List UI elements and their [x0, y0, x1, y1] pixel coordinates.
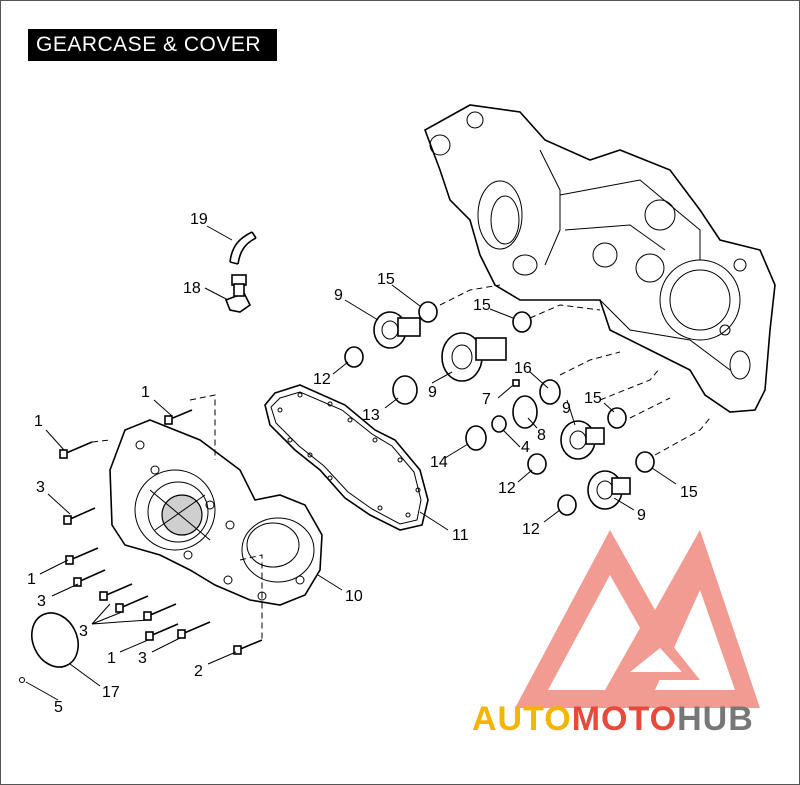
callout-12: 12: [522, 521, 540, 538]
callout-11: 11: [452, 527, 469, 544]
bushings: [344, 301, 655, 516]
callout-3: 3: [37, 593, 46, 610]
breather-hose-and-fitting: [224, 231, 257, 313]
cover-gasket: [264, 384, 429, 531]
callout-labels: 19 18 15 9 15 12 9 16 7 13 1 1 9 15 8 14…: [27, 211, 698, 716]
callout-15: 15: [680, 484, 698, 501]
callout-7: 7: [482, 391, 491, 408]
callout-9: 9: [428, 384, 437, 401]
callout-3: 3: [138, 650, 147, 667]
callout-18: 18: [183, 280, 201, 297]
callout-2: 2: [194, 663, 203, 680]
watermark-auto: AUTO: [472, 700, 572, 738]
cover-screws: [59, 409, 263, 655]
timer-cover-disc: [19, 612, 79, 683]
callout-1: 1: [27, 571, 36, 588]
callout-15: 15: [473, 297, 491, 314]
callout-9: 9: [334, 287, 343, 304]
callout-5: 5: [54, 699, 63, 716]
callout-12: 12: [498, 480, 516, 497]
callout-3: 3: [36, 479, 45, 496]
callout-3: 3: [79, 623, 88, 640]
callout-13: 13: [362, 407, 380, 424]
watermark-logo-mark: [515, 530, 760, 708]
callout-16: 16: [514, 360, 532, 377]
gearcase-cover: [109, 419, 323, 606]
callout-15: 15: [377, 271, 395, 288]
callout-1: 1: [141, 384, 150, 401]
callout-1: 1: [107, 650, 116, 667]
callout-19: 19: [190, 211, 208, 228]
callout-10: 10: [345, 588, 363, 605]
crankcase-half: [424, 104, 776, 413]
callout-8: 8: [537, 427, 546, 444]
cam-gears: [373, 311, 631, 510]
callout-12: 12: [313, 371, 331, 388]
watermark-hub: HUB: [677, 700, 754, 738]
watermark-wordmark: AUTOMOTOHUB: [472, 700, 754, 739]
callout-9: 9: [637, 507, 646, 524]
callout-9: 9: [562, 400, 571, 417]
leader-lines: [25, 225, 677, 701]
callout-1: 1: [34, 413, 43, 430]
callout-14: 14: [430, 454, 448, 471]
callout-17: 17: [102, 684, 120, 701]
diagram-title: GEARCASE & COVER: [28, 29, 277, 61]
callout-4: 4: [521, 439, 530, 456]
callout-15: 15: [584, 390, 602, 407]
alignment-lines: [91, 284, 711, 640]
watermark-moto: MOTO: [571, 700, 678, 738]
